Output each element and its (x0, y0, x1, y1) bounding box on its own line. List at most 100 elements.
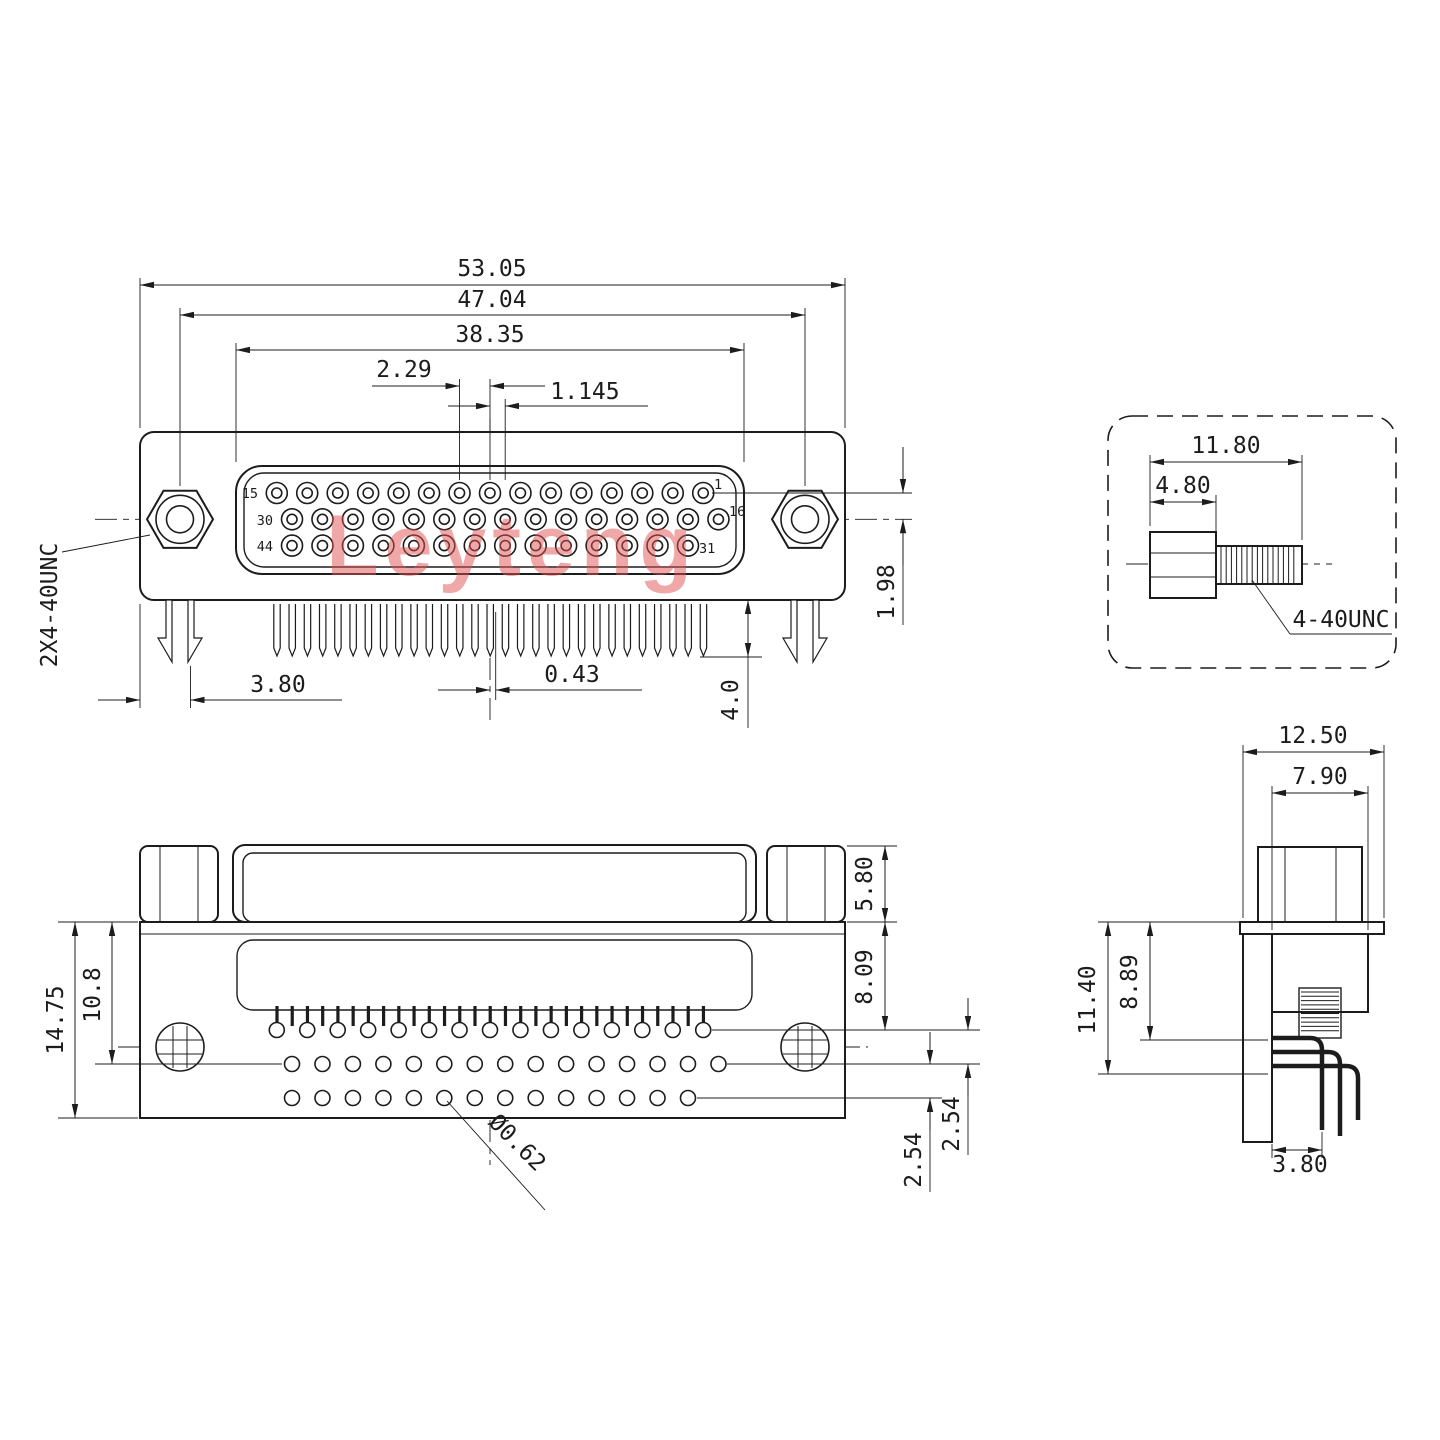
pin-leg (349, 604, 357, 658)
pin-number-row2-right: 16 (729, 504, 745, 520)
svg-text:11.80: 11.80 (1191, 433, 1260, 459)
pin-contact-bore (316, 513, 329, 526)
pcb-hole (283, 1089, 301, 1107)
standoff-side (1257, 846, 1363, 923)
dim-face-to-row: 8.09 (712, 922, 980, 1031)
pin-contact-bore (499, 513, 512, 526)
pin-leg (379, 604, 388, 658)
pin-contact-bore (301, 487, 314, 499)
pcb-hole (588, 1055, 605, 1073)
pin-leg (608, 604, 616, 658)
pcb-hole (694, 1021, 712, 1039)
pin-number-row3-left: 44 (257, 539, 273, 555)
pcb-hole (466, 1089, 484, 1107)
pcb-hole (314, 1055, 331, 1073)
pin-contact-bore (529, 539, 542, 552)
pin-leg (593, 604, 601, 658)
pcb-hole (344, 1055, 362, 1073)
svg-text:53.05: 53.05 (457, 256, 526, 282)
standoff-left (139, 845, 219, 923)
pcb-hole (466, 1055, 484, 1073)
dim-screw-head-length: 4.80 (1150, 473, 1217, 540)
pin-contact-bore (590, 539, 603, 552)
dim-screw-overall-length: 11.80 (1149, 433, 1303, 540)
insert-rear (236, 939, 753, 1011)
pin-contact-bore (484, 487, 496, 499)
svg-text:47.04: 47.04 (457, 287, 526, 313)
pcb-hole (405, 1089, 423, 1107)
svg-text:4.80: 4.80 (1155, 473, 1210, 499)
dim-row-gap-inner: 2.54 (697, 1032, 980, 1192)
pin-leg (532, 604, 540, 658)
svg-text:1.98: 1.98 (874, 564, 900, 619)
pin-leg (669, 604, 677, 658)
svg-text:10.8: 10.8 (80, 967, 106, 1022)
pin-leg (455, 604, 464, 658)
front-view: 15 1 30 16 44 31 (37, 256, 912, 728)
dim-side-total-height: 11.40 (1075, 921, 1268, 1075)
pcb-hole (542, 1021, 560, 1039)
pcb-hole (527, 1089, 544, 1107)
pin-contact-bore (347, 513, 359, 526)
pin-leg (395, 604, 403, 658)
pcb-hole (436, 1055, 453, 1073)
pin-contact-bore (286, 539, 298, 552)
pin-leg (516, 604, 525, 658)
pin-leg (425, 604, 434, 658)
pin-contact-bore (682, 513, 694, 526)
pin-contact-bore (331, 487, 344, 499)
svg-text:4-40UNC: 4-40UNC (1293, 607, 1390, 633)
dim-row-gap-outer: 2.54 (939, 998, 972, 1155)
pcb-hole (268, 1021, 286, 1039)
pin-contact-bore (590, 513, 603, 526)
thread-hatching (1220, 547, 1295, 583)
board-lock-left (156, 599, 204, 665)
dim-bracket-offset: 3.80 (98, 604, 342, 708)
pin-contact-bore (560, 513, 572, 526)
pin-leg (364, 604, 373, 658)
pin-contact-bore (606, 487, 618, 499)
pin-contact-bore (347, 539, 359, 552)
pin-leg (273, 604, 281, 658)
pin-contact-bore (697, 487, 710, 499)
pin-contact-bore (560, 539, 572, 552)
pin-contact-bore (621, 539, 633, 552)
watermark: Leyteng (326, 498, 698, 594)
pcb-hole (527, 1055, 544, 1073)
pin-leg (486, 604, 495, 658)
pcb-hole (649, 1055, 666, 1073)
svg-text:Ø0.62: Ø0.62 (483, 1109, 550, 1176)
svg-text:2.29: 2.29 (376, 357, 431, 383)
pin-contact-bore (468, 539, 481, 552)
svg-text:1.145: 1.145 (550, 379, 619, 405)
pin-leg (501, 604, 510, 658)
pin-leg (471, 604, 479, 658)
pcb-holes (268, 1021, 727, 1107)
dim-row-spacing: 1.98 (712, 447, 912, 625)
pcb-hole (314, 1089, 331, 1107)
pcb-hole (298, 1021, 316, 1039)
thread-hatching-side (1301, 991, 1339, 1032)
dim-mount-span: 47.04 (179, 287, 806, 486)
pcb-hole (496, 1055, 514, 1073)
pcb-hole (618, 1055, 636, 1073)
pcb-hole (664, 1021, 682, 1039)
thread-callout-detail: 4-40UNC (1251, 579, 1392, 635)
pin-contact-bore (636, 487, 649, 499)
pin-leg (684, 604, 693, 658)
pcb-hole (573, 1021, 590, 1039)
svg-text:7.90: 7.90 (1292, 764, 1347, 790)
pin-contact-bore (408, 513, 420, 526)
svg-text:8.89: 8.89 (1117, 954, 1143, 1009)
dim-pin-length: 4.0 (700, 600, 762, 728)
pin-contact-bore (529, 513, 542, 526)
standoff-right (766, 845, 846, 923)
jackscrew-shaft (1215, 545, 1303, 585)
pin-leg (547, 604, 555, 658)
jackscrew-detail-view: 11.80 4.80 4-40UNC (1107, 415, 1397, 669)
pin-leg (288, 604, 297, 658)
body-side (1271, 933, 1369, 1013)
pcb-hole (405, 1055, 423, 1073)
pin-legs-comb (273, 604, 708, 658)
pin-leg (623, 604, 632, 658)
